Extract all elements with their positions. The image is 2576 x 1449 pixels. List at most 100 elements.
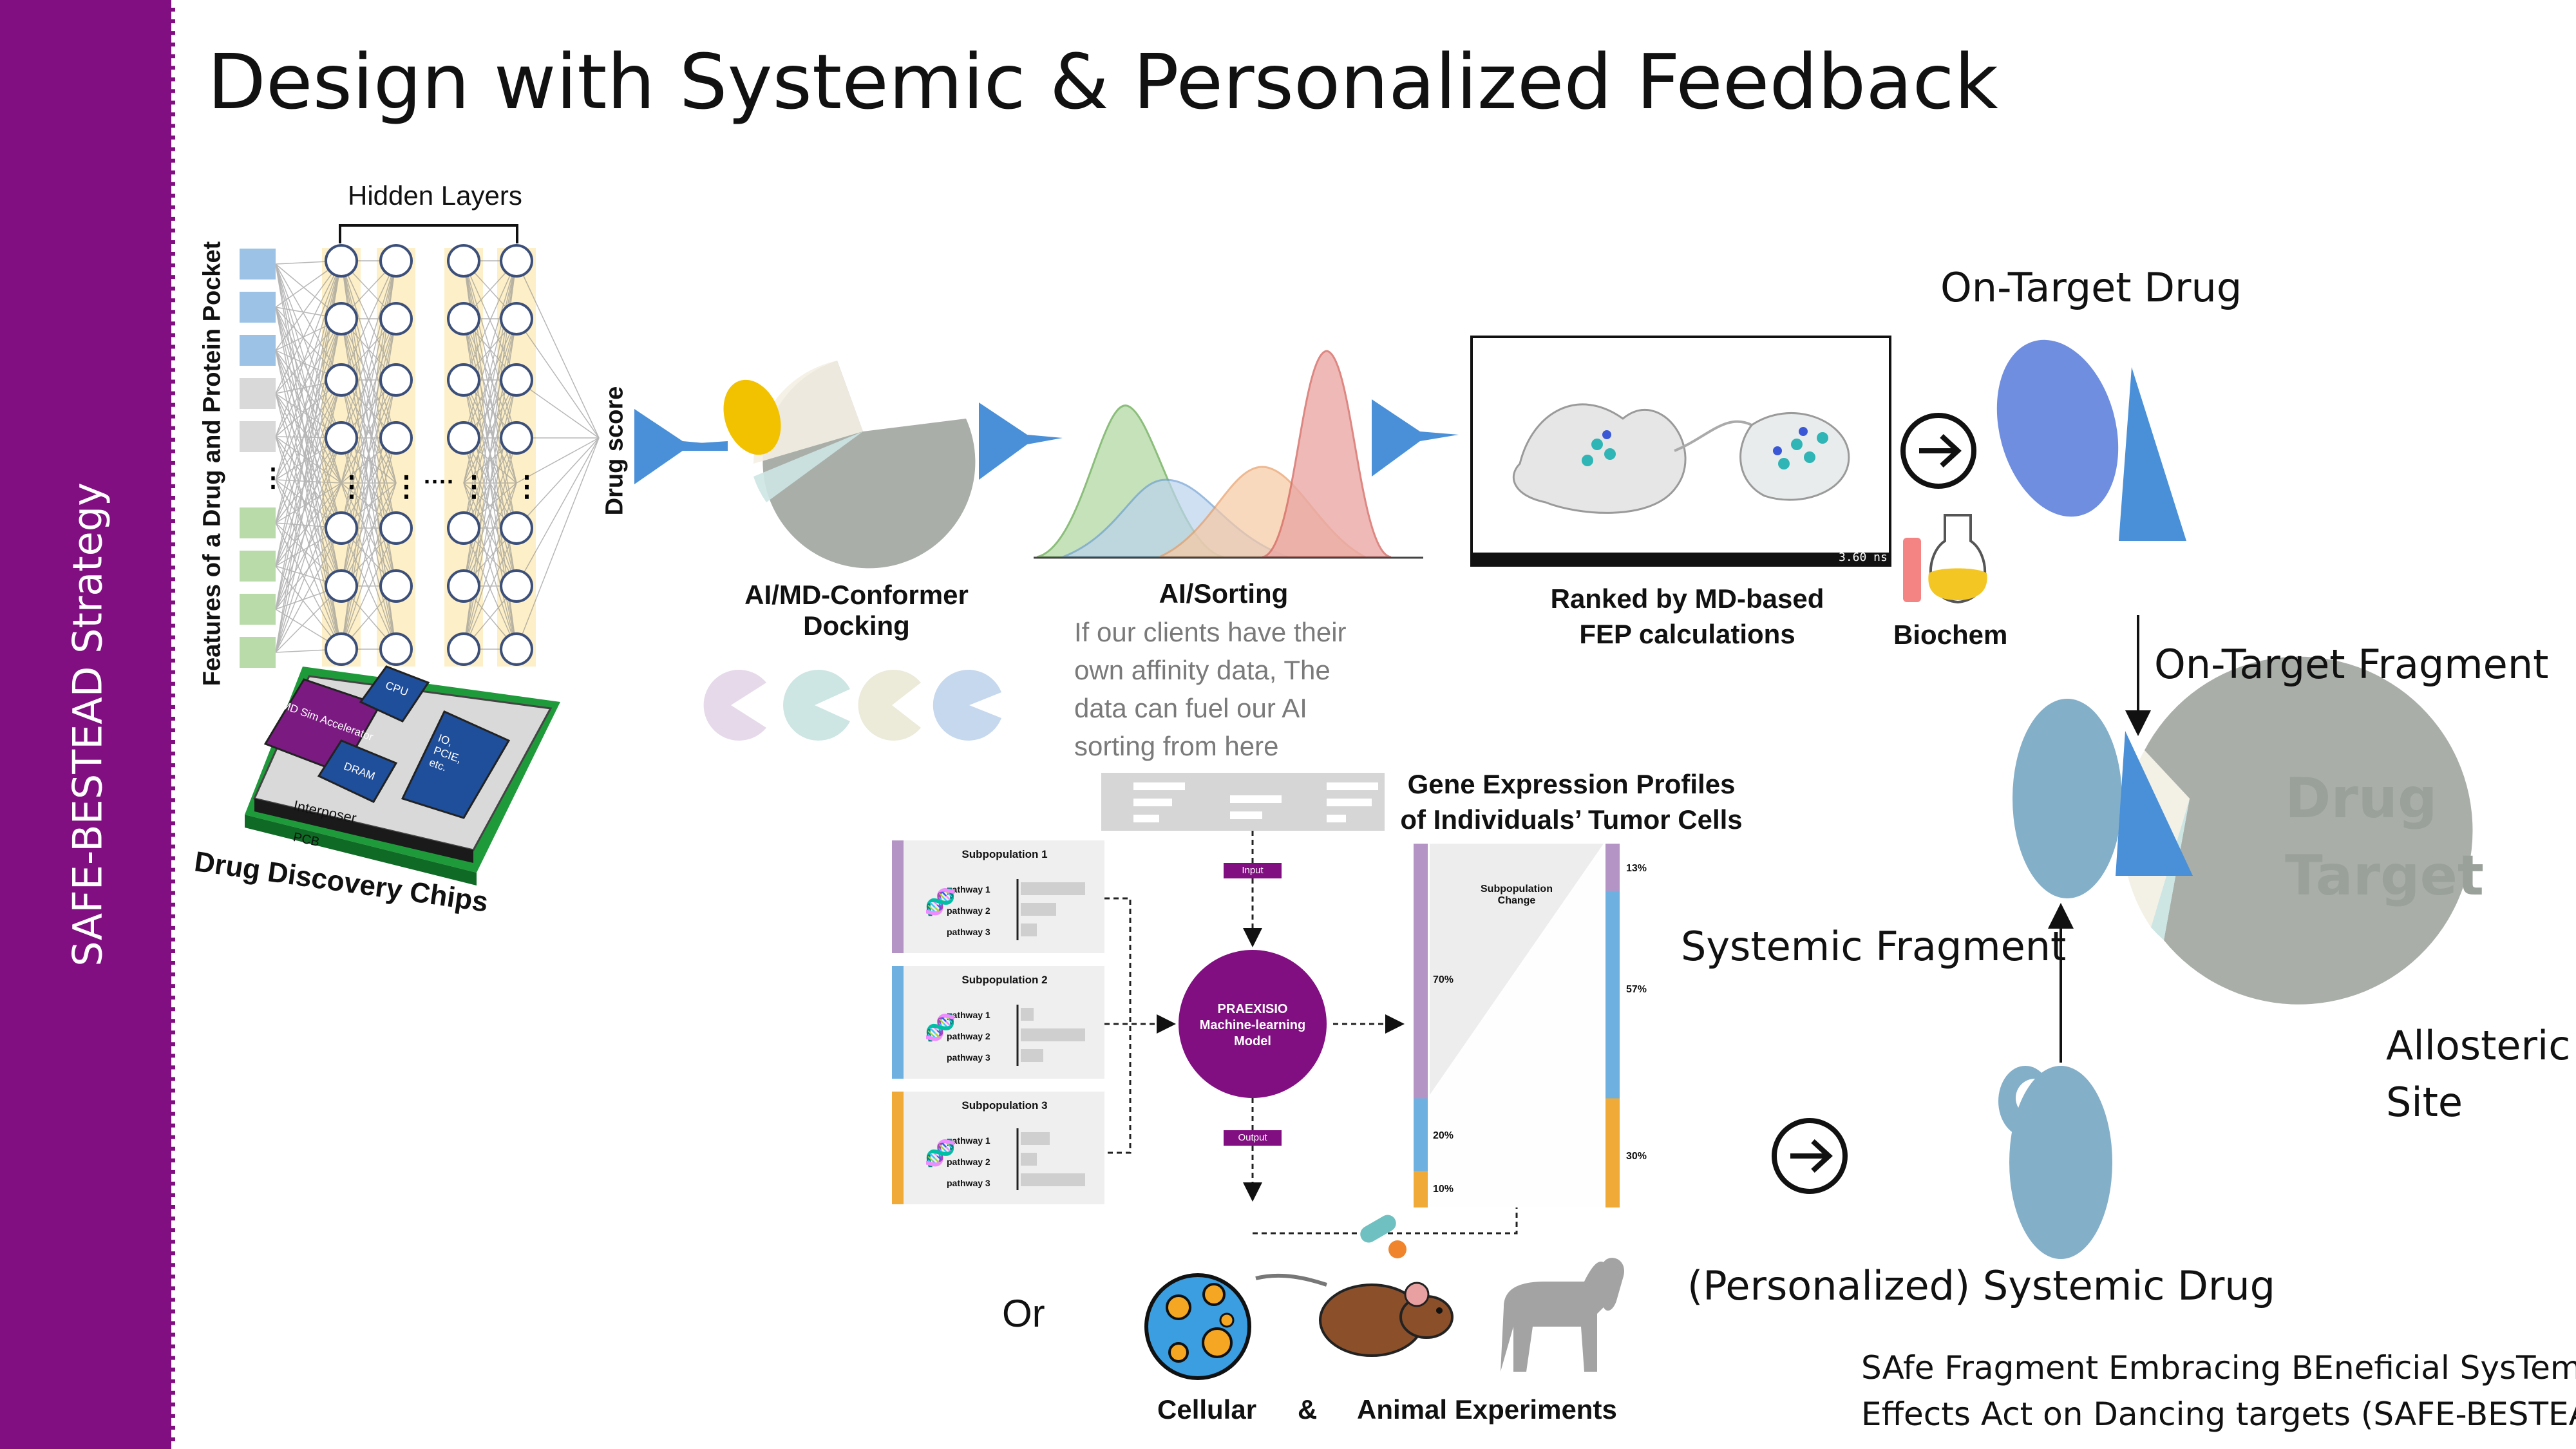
target-arrows	[2048, 615, 2151, 1063]
neuron-node	[325, 244, 358, 278]
input-feature	[240, 335, 276, 366]
io-block	[401, 710, 511, 819]
neuron-node	[379, 244, 413, 278]
cell-icon	[1144, 1273, 1251, 1380]
neuron-node	[500, 302, 533, 336]
subpop-panel-2: Subpopulation 2 pathway 1 pathway 2 path…	[905, 966, 1104, 1063]
neuron-node	[447, 244, 480, 278]
docking-line2: Docking	[803, 611, 910, 641]
allosteric-line2: Site	[2386, 1079, 2463, 1126]
input-feature	[240, 249, 276, 279]
model-input-label: Input	[1242, 865, 1264, 876]
subpop-panel-3: Subpopulation 3 pathway 1 pathway 2 path…	[905, 1092, 1104, 1188]
gene-strip	[1101, 773, 1385, 831]
subpop-title: Subpopulation 1	[961, 848, 1048, 860]
neuron-node	[447, 421, 480, 455]
hidden-layers-bracket	[339, 224, 518, 243]
neuron-node	[379, 511, 413, 545]
gene-label: Gene Expression Profiles of Individuals’…	[1378, 766, 1765, 837]
drug-score-label: Drug score	[601, 386, 629, 516]
pathway-label: pathway 3	[947, 927, 990, 937]
mouse-icon	[1255, 1273, 1454, 1357]
bar-right	[1605, 844, 1620, 1208]
neuron-node	[447, 302, 480, 336]
input-feature	[240, 378, 276, 409]
funnel-arrow	[634, 409, 728, 484]
pathway-label: pathway 2	[947, 1157, 990, 1167]
ellipsis-icon: ⋮	[513, 471, 541, 502]
subpop-change-line1: Subpopulation	[1481, 884, 1553, 895]
gene-line1: Gene Expression Profiles	[1407, 769, 1736, 799]
bar-segment	[1605, 1098, 1620, 1208]
neuron-node	[325, 302, 358, 336]
dram-block	[317, 739, 398, 803]
model-line2: Machine-learning	[1199, 1018, 1306, 1032]
bar-left-label: 20%	[1433, 1130, 1454, 1141]
amp-label: &	[1298, 1394, 1318, 1425]
docking-pacman	[723, 361, 976, 569]
pathway-label: pathway 2	[947, 905, 990, 916]
neuron-node	[325, 421, 358, 455]
on-target-fragment-label: On-Target Fragment	[2154, 641, 2549, 688]
bar-left-label: 70%	[1433, 974, 1454, 985]
bar-left	[1414, 844, 1428, 1208]
subpop-title: Subpopulation 3	[961, 1099, 1048, 1112]
biochem-label: Biochem	[1893, 620, 2008, 650]
sorting-note: If our clients have their own affinity d…	[1074, 613, 1347, 765]
neuron-node	[325, 511, 358, 545]
or-label: Or	[1002, 1292, 1045, 1335]
subpop-change-line2: Change	[1497, 895, 1536, 906]
drug-discovery-chip	[245, 665, 560, 886]
on-target-fragment	[2012, 699, 2193, 898]
neuron-node	[325, 632, 358, 666]
acronym-line1: SAfe Fragment Embracing BEneficial SysTe…	[1861, 1349, 2576, 1387]
neuron-node	[325, 569, 358, 603]
dog-icon	[1501, 1258, 1625, 1372]
pathway-label: pathway 1	[947, 1135, 990, 1146]
subpopulation-panels	[892, 840, 1104, 1204]
bar-segment	[1414, 1171, 1428, 1208]
ellipsis-icon: ⋮	[337, 471, 366, 502]
model-output-label: Output	[1238, 1132, 1267, 1143]
fep-snapshot	[1470, 336, 1891, 567]
neuron-node	[500, 569, 533, 603]
neural-network: ⋮ ⋮⋮⋮⋮····	[240, 224, 600, 668]
neuron-node	[447, 632, 480, 666]
biochem-flask-icon	[1903, 514, 1987, 604]
target-label: Target	[2285, 844, 2485, 908]
dna-icon: 🧬	[924, 888, 956, 916]
model-label: PRAEXISIO Machine-learning Model	[1179, 1001, 1327, 1050]
bar-segment	[1605, 891, 1620, 1099]
ellipsis-icon: ⋮	[392, 471, 421, 502]
allosteric-line1: Allosteric	[2386, 1022, 2571, 1069]
subpopulation-bars	[1414, 844, 1620, 1208]
drug-label: Drug	[2285, 766, 2438, 831]
subpop-panel-1: Subpopulation 1 pathway 1 pathway 2 path…	[905, 840, 1104, 937]
neuron-node	[379, 363, 413, 397]
systemic-drug	[1998, 1066, 2112, 1259]
input-feature	[240, 292, 276, 323]
fep-timestamp: 3.60 ns	[1839, 551, 1888, 564]
neuron-node	[325, 363, 358, 397]
neuron-node	[447, 569, 480, 603]
pathway-label: pathway 1	[947, 1010, 990, 1020]
pathway-label: pathway 2	[947, 1031, 990, 1041]
fep-label: Ranked by MD-based FEP calculations	[1507, 581, 1868, 652]
neuron-node	[500, 363, 533, 397]
neuron-node	[500, 421, 533, 455]
neuron-node	[379, 302, 413, 336]
dna-icon: 🧬	[924, 1014, 956, 1042]
pathway-list: pathway 1 pathway 2 pathway 3	[947, 1130, 990, 1194]
slide-title: Design with Systemic & Personalized Feed…	[207, 37, 1998, 126]
input-feature	[240, 637, 276, 668]
input-feature	[240, 507, 276, 538]
animal-label: Animal Experiments	[1357, 1394, 1617, 1425]
fep-line1: Ranked by MD-based	[1550, 583, 1824, 614]
neuron-node	[379, 632, 413, 666]
neuron-node	[500, 511, 533, 545]
sorting-note-line: data can fuel our AI	[1074, 693, 1307, 723]
sorting-note-line: sorting from here	[1074, 731, 1279, 761]
sorting-note-line: If our clients have their	[1074, 617, 1347, 647]
on-target-drug-label: On-Target Drug	[1940, 264, 2242, 311]
